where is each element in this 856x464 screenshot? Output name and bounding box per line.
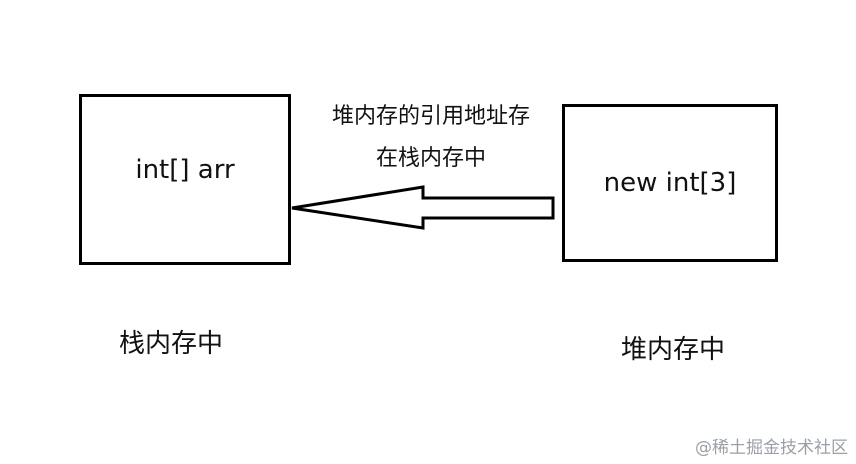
arrow-caption: 堆内存的引用地址存 在栈内存中 — [300, 96, 562, 180]
stack-variable-text: int[] arr — [135, 154, 235, 185]
arrow-caption-line-2: 在栈内存中 — [375, 146, 486, 171]
watermark: @稀土掘金技术社区 — [695, 438, 848, 458]
reference-arrow-shape — [291, 185, 555, 230]
heap-object-text: new int[3] — [603, 168, 737, 198]
arrow-caption-line-1: 堆内存的引用地址存 — [331, 104, 530, 129]
heap-object-box: new int[3] — [562, 104, 778, 262]
heap-memory-label: 堆内存中 — [621, 335, 726, 365]
stack-memory-label: 栈内存中 — [119, 329, 224, 359]
stack-variable-box: int[] arr — [79, 94, 291, 265]
